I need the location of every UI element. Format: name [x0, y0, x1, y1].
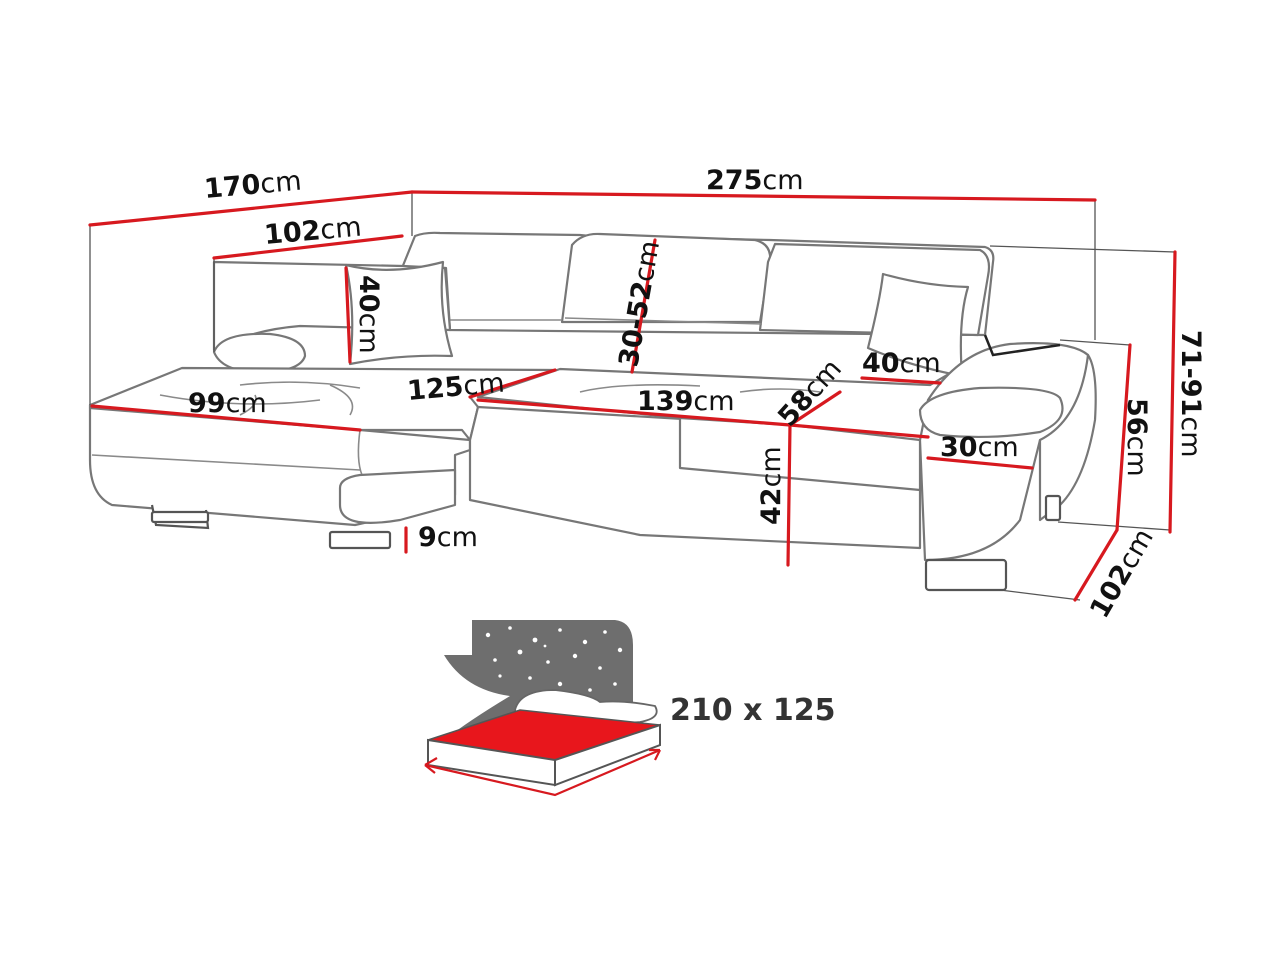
dim-line-71-91: [1168, 250, 1177, 534]
dim-line-30: [926, 456, 1034, 470]
label-170: 170cm: [203, 166, 303, 205]
dimension-lines: [88, 190, 1177, 602]
arrow-head-right: [649, 748, 661, 761]
label-125: 125cm: [406, 368, 506, 407]
moon-shape: [444, 655, 510, 740]
stars: [458, 626, 623, 702]
dim-line-56: [1115, 343, 1132, 532]
sleeping-function-icon: 210 x 125: [424, 620, 835, 797]
dim-line-42: [786, 423, 792, 567]
dim-line-40-right: [860, 376, 942, 385]
dim-line-main-front: [788, 423, 930, 439]
dim-line-170: [88, 190, 414, 227]
label-40-left: 40cm: [353, 275, 384, 354]
dim-line-102-top: [212, 234, 404, 260]
label-99: 99cm: [188, 388, 267, 419]
extension-lines: [89, 192, 1176, 601]
dim-line-30-52: [630, 238, 657, 374]
label-102-right: 102cm: [1084, 524, 1160, 624]
bed-length-arrow: [424, 748, 661, 797]
arrow-head-left: [424, 757, 438, 774]
dim-line-102-right: [1073, 528, 1119, 602]
sofa-legs: [150, 494, 1062, 592]
label-275: 275cm: [706, 165, 804, 196]
dim-line-275: [410, 190, 1097, 202]
dim-line-99: [90, 404, 362, 432]
label-139: 139cm: [637, 386, 735, 417]
label-102-top: 102cm: [263, 212, 363, 251]
dim-line-139: [476, 398, 792, 427]
label-42: 42cm: [756, 446, 787, 525]
dim-line-40-left: [344, 266, 352, 364]
label-9: 9cm: [418, 522, 478, 553]
label-30: 30cm: [940, 432, 1019, 463]
bed-size-label: 210 x 125: [670, 693, 835, 728]
mattress-side-right: [554, 723, 661, 787]
label-56: 56cm: [1121, 398, 1152, 477]
label-40-right: 40cm: [862, 348, 941, 379]
dim-line-58: [788, 390, 842, 427]
dim-line-125: [468, 368, 557, 399]
label-71-91: 71-91cm: [1175, 330, 1206, 458]
